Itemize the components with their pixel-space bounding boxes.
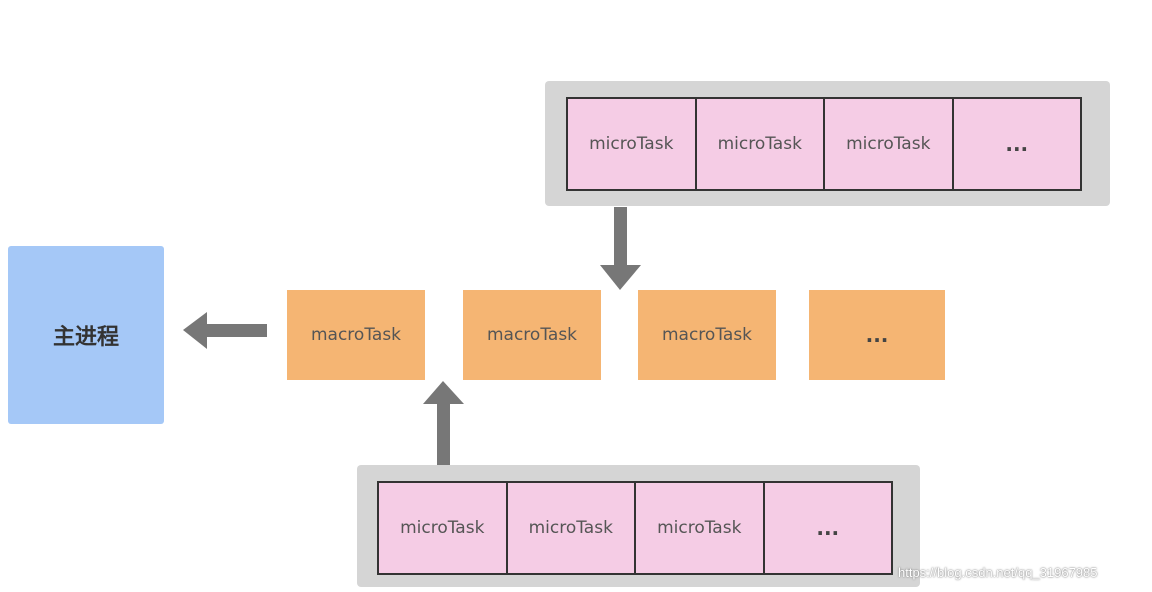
- main-process-box: 主进程: [8, 246, 164, 424]
- macrotask-cell: macroTask: [463, 290, 601, 380]
- microtask-cell-more: ...: [764, 483, 891, 573]
- microtask-queue-top-row: microTask microTask microTask ...: [566, 97, 1082, 191]
- watermark-text: https://blog.csdn.net/qq_31967985: [898, 565, 1098, 580]
- microtask-cell: microTask: [696, 99, 823, 189]
- macrotask-cell-more: ...: [809, 290, 945, 380]
- macrotask-cell: macroTask: [287, 290, 425, 380]
- main-process-label: 主进程: [52, 325, 119, 350]
- microtask-cell: microTask: [507, 483, 634, 573]
- arrow-left-icon: [183, 312, 267, 349]
- macrotask-queue: macroTask macroTask macroTask ...: [287, 290, 947, 380]
- microtask-cell-more: ...: [953, 99, 1080, 189]
- arrow-up-icon: [423, 381, 464, 465]
- microtask-cell: microTask: [825, 99, 952, 189]
- microtask-queue-bottom: microTask microTask microTask ...: [357, 465, 920, 587]
- microtask-cell: microTask: [568, 99, 695, 189]
- microtask-cell: microTask: [636, 483, 763, 573]
- microtask-queue-top: microTask microTask microTask ...: [545, 81, 1110, 206]
- microtask-queue-bottom-row: microTask microTask microTask ...: [377, 481, 893, 575]
- arrow-down-icon: [600, 207, 641, 290]
- macrotask-cell: macroTask: [638, 290, 776, 380]
- microtask-cell: microTask: [379, 483, 506, 573]
